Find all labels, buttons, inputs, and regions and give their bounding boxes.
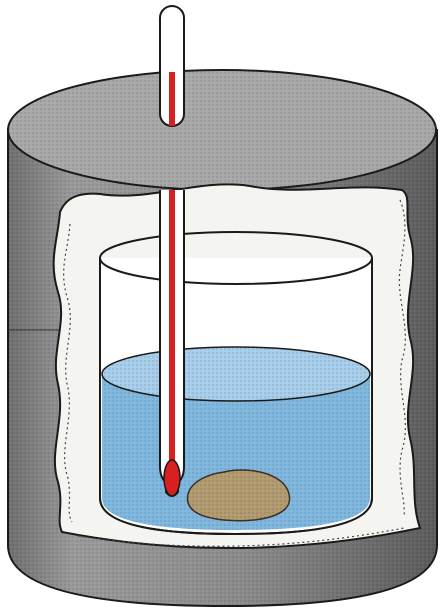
thermometer-mercury-column [169, 190, 175, 462]
thermometer [160, 6, 184, 496]
sample-lump [187, 470, 289, 521]
thermometer-mercury-top [169, 72, 175, 126]
thermometer-bulb [164, 460, 180, 496]
